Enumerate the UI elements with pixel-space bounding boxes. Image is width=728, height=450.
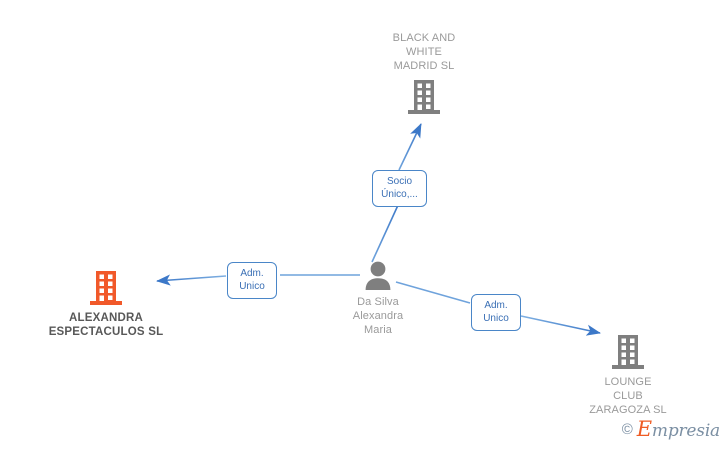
relation-label-socio-unico[interactable]: Socio Único,... [372,170,427,207]
company-building-icon [408,79,440,115]
relation-label-adm-unico-left[interactable]: Adm. Unico [227,262,277,299]
node-label: BLACK AND WHITE MADRID SL [392,32,456,72]
node-black-and-white-madrid[interactable]: BLACK AND WHITE MADRID SL [349,31,499,115]
relation-label-adm-unico-right[interactable]: Adm. Unico [471,294,521,331]
empresia-watermark: © Empresia [622,419,720,440]
edge-adm-unico-left [156,274,360,286]
node-label: Da Silva Alexandra Maria [352,296,404,336]
company-building-icon [612,334,644,370]
node-lounge-club-zaragoza[interactable]: LOUNGE CLUB ZARAGOZA SL [553,334,703,417]
node-alexandra-espectaculos[interactable]: ALEXANDRA ESPECTACULOS SL [31,270,181,339]
brand-initial: E [636,417,652,441]
person-icon [363,261,393,290]
company-building-icon [90,270,122,306]
brand-wordmark: Empresia [637,419,720,440]
edge-socio-unico [371,123,422,263]
node-label: LOUNGE CLUB ZARAGOZA SL [589,376,667,416]
copyright-icon: © [621,421,633,438]
node-da-silva-alexandra-maria[interactable]: Da Silva Alexandra Maria [303,261,453,337]
node-label: ALEXANDRA ESPECTACULOS SL [48,312,164,338]
edge-adm-unico-right [395,281,601,336]
brand-rest: mpresia [651,421,720,441]
